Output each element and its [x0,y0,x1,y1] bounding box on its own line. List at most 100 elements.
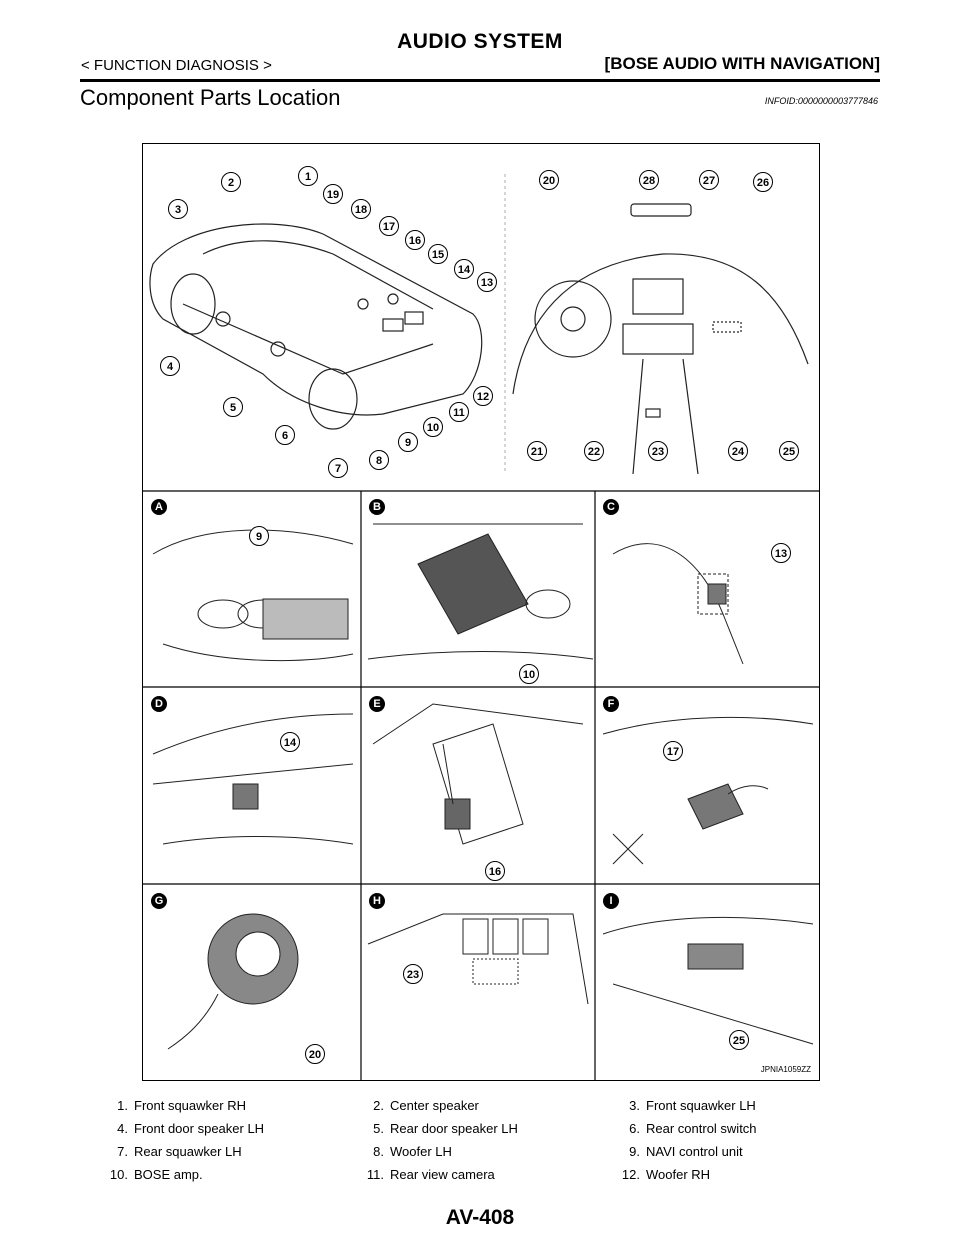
panel-callout-14: 14 [280,732,300,752]
legend-item: 8.Woofer LH [356,1144,612,1167]
panel-callout-17: 17 [663,741,683,761]
figure-drawing [143,174,819,1080]
component-location-figure: A B C D E F G H I 1 2 3 4 5 6 7 8 9 10 1… [142,143,820,1081]
legend-label: Front door speaker LH [134,1121,265,1136]
callout-13: 13 [477,272,497,292]
legend-number: 7. [117,1144,128,1159]
callout-25: 25 [779,441,799,461]
callout-15: 15 [428,244,448,264]
legend-item: 11. Rear view camera [356,1167,612,1190]
callout-1: 1 [298,166,318,186]
callout-6: 6 [275,425,295,445]
panel-callout-10: 10 [519,664,539,684]
callout-26: 26 [753,172,773,192]
legend-label: NAVI control unit [646,1144,743,1159]
callout-3: 3 [168,199,188,219]
page-number: AV-408 [445,1206,515,1229]
callout-21: 21 [527,441,547,461]
legend-label: Rear control switch [646,1121,757,1136]
legend-item: 4. Front door speaker LH [100,1121,356,1144]
page-header-title: AUDIO SYSTEM [397,30,563,53]
header-rule [80,79,880,82]
callout-9: 9 [398,432,418,452]
callout-23: 23 [648,441,668,461]
legend-item: 12.Woofer RH [612,1167,868,1190]
callout-18: 18 [351,199,371,219]
callout-8: 8 [369,450,389,470]
legend-number: 5. [373,1121,384,1136]
callout-19: 19 [323,184,343,204]
legend-label: Front squawker RH [134,1098,246,1113]
callout-22: 22 [584,441,604,461]
header-breadcrumb: < FUNCTION DIAGNOSIS > [81,57,272,74]
panel-callout-25: 25 [729,1030,749,1050]
legend-label: Rear view camera [390,1167,495,1182]
info-id: INFOID:0000000003777846 [764,96,878,106]
panel-c-illustration [612,543,744,665]
panel-e-illustration [372,703,584,845]
legend-number: 4. [117,1121,128,1136]
panel-letter-d: D [151,696,167,712]
legend-item: 2. Center speaker [356,1098,612,1121]
legend-number: 3. [629,1098,640,1113]
panel-letter-e: E [369,696,385,712]
legend-row: 1. Front squawker RH 2. Center speaker 3.F… [100,1098,870,1121]
dashboard-outline-illustration [512,203,809,475]
panel-callout-9: 9 [249,526,269,546]
callout-24: 24 [728,441,748,461]
callout-27: 27 [699,170,719,190]
callout-10: 10 [423,417,443,437]
panel-d-illustration [152,713,354,845]
panel-letter-c: C [603,499,619,515]
panel-letter-i: I [603,893,619,909]
component-legend: 1.Front squawker RH 2.Center speaker 3.F… [100,1098,870,1190]
callout-28: 28 [639,170,659,190]
legend-number: 6. [629,1121,640,1136]
legend-number: 2. [373,1098,384,1113]
legend-number: 10. [109,1167,128,1182]
panel-f-illustration [602,716,814,865]
panel-g-illustration [167,913,299,1050]
panel-callout-13: 13 [771,543,791,563]
callout-17: 17 [379,216,399,236]
panel-callout-16: 16 [485,861,505,881]
legend-item: 5. Rear door speaker LH [356,1121,612,1144]
panel-letter-g: G [151,893,167,909]
panel-callout-20: 20 [305,1044,325,1064]
panel-h-illustration [367,913,589,1005]
legend-row: 4. Front door speaker LH 5. Rear door spea… [100,1121,870,1144]
figure-code: JPNIA1059ZZ [760,1065,811,1074]
callout-11: 11 [449,402,469,422]
legend-row: 10. BOSE amp. 11. Rear view camera 12.Woof… [100,1167,870,1190]
legend-item: 6. Rear control switch [612,1121,868,1144]
panel-letter-b: B [369,499,385,515]
panel-letter-a: A [151,499,167,515]
car-outline-illustration [149,223,483,430]
legend-item: 1. Front squawker RH [100,1098,356,1121]
callout-16: 16 [405,230,425,250]
legend-item: 3.Front squawker LH [612,1098,868,1121]
section-title: Component Parts Location [80,85,341,110]
legend-number: 9. [629,1144,640,1159]
legend-number: 11. [366,1167,384,1182]
callout-4: 4 [160,356,180,376]
legend-item: 9. NAVI control unit [612,1144,868,1167]
legend-label: BOSE amp. [134,1167,203,1182]
legend-item: 10. BOSE amp. [100,1167,356,1190]
panel-a-illustration [152,529,354,662]
callout-20: 20 [539,170,559,190]
legend-number: 12. [621,1167,640,1182]
legend-label: Center speaker [390,1098,479,1113]
panel-letter-f: F [603,696,619,712]
legend-number: 1. [117,1098,128,1113]
callout-12: 12 [473,386,493,406]
legend-number: 8. [373,1144,384,1159]
legend-label: Rear door speaker LH [390,1121,518,1136]
panel-i-illustration [602,916,814,1045]
callout-7: 7 [328,458,348,478]
panel-callout-23: 23 [403,964,423,984]
legend-row: 7.Rear squawker LH 8.Woofer LH 9.NAVI co… [100,1144,870,1167]
panel-letter-h: H [369,893,385,909]
panel-b-illustration [367,523,594,660]
header-system-tag: [BOSE AUDIO WITH NAVIGATION] [604,54,880,73]
